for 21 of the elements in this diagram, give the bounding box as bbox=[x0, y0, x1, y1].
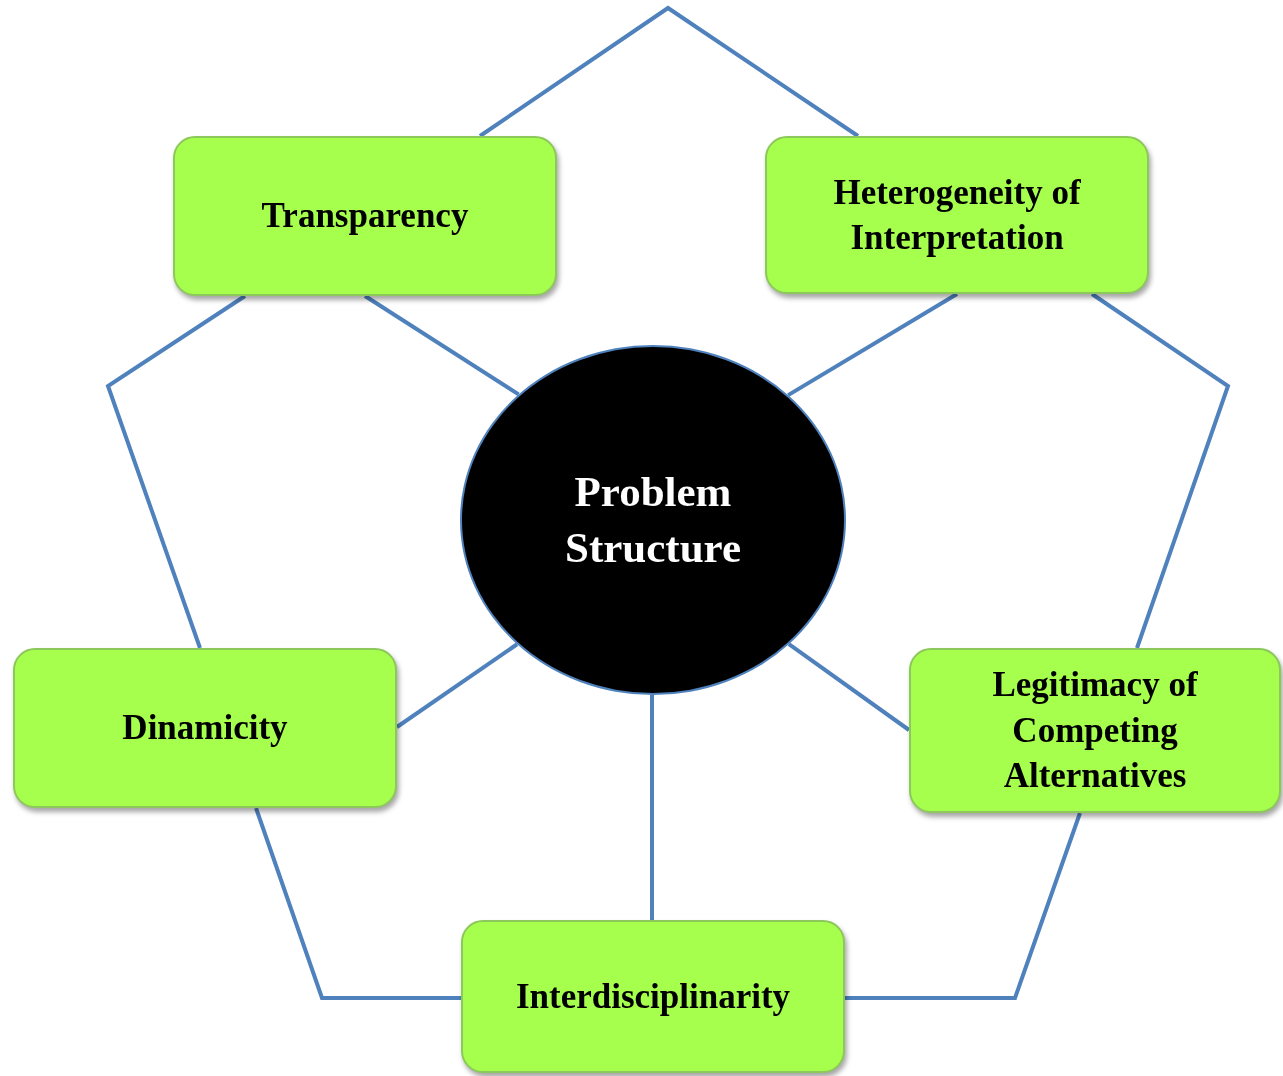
connector-line bbox=[478, 5, 860, 138]
connector-line bbox=[787, 642, 911, 732]
connector-line bbox=[787, 292, 959, 397]
connector-line bbox=[1090, 292, 1231, 649]
concept-box bbox=[13, 648, 397, 808]
connector-line bbox=[254, 807, 461, 1000]
box-label: Dinamicity bbox=[122, 707, 288, 750]
box-label: Interdisciplinarity bbox=[515, 975, 791, 1018]
box-label: Transparency bbox=[261, 195, 469, 238]
concept-box bbox=[909, 648, 1281, 813]
concept-box bbox=[765, 136, 1149, 294]
concept-box bbox=[461, 920, 845, 1073]
box-label: Legitimacy of Competing Alternatives bbox=[991, 664, 1199, 798]
connector-line bbox=[395, 642, 519, 729]
connector-line bbox=[363, 294, 520, 397]
circle-label: Problem Structure bbox=[564, 467, 742, 573]
connector-line bbox=[650, 695, 654, 920]
box-label: Heterogeneity of Interpretation bbox=[832, 171, 1082, 259]
concept-box bbox=[173, 136, 557, 296]
connector-line bbox=[105, 294, 247, 649]
connector-line bbox=[845, 812, 1082, 1000]
